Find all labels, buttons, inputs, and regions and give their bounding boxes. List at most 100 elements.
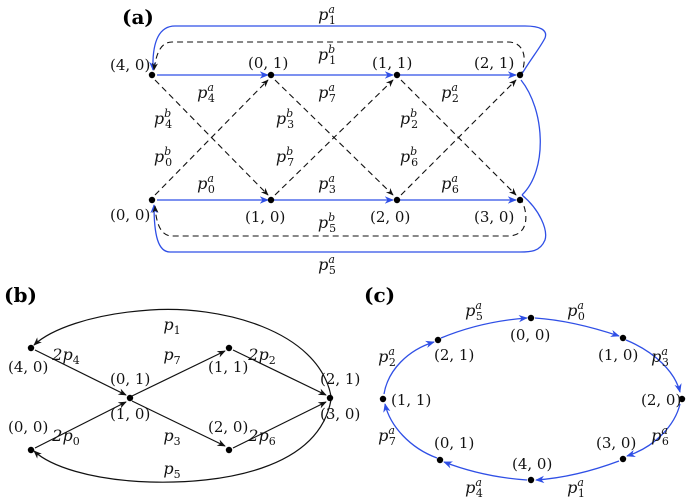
node-a-label-1-0: (1, 0) xyxy=(245,208,285,226)
edge-b-p1 xyxy=(33,308,332,397)
edge-c-p0a xyxy=(534,317,620,337)
panel-b-label: (b) xyxy=(4,283,37,307)
label-b-p4: 2p4 xyxy=(51,345,79,367)
node-a-label-0-1: (0, 1) xyxy=(248,54,288,72)
edge-c-p4a xyxy=(443,461,528,481)
node-c-4-0 xyxy=(527,476,535,484)
edge-dashed-p0b xyxy=(154,79,269,196)
node-a-label-2-0: (2, 0) xyxy=(370,208,410,226)
node-b-0-0 xyxy=(27,446,35,454)
node-c-0-1 xyxy=(436,456,444,464)
node-a-0-1 xyxy=(267,71,275,79)
label-b-p5: p5 xyxy=(163,459,180,481)
panel-b: (b) (4, 0) (0, 1) (1, 0) (1, 1) (2, 1) (… xyxy=(4,283,360,483)
panel-c-label: (c) xyxy=(364,283,395,307)
edge-b-p0 xyxy=(34,401,127,449)
node-b-1-1 xyxy=(225,344,233,352)
math-text: p7 xyxy=(163,345,180,367)
node-c-label-1-1: (1, 1) xyxy=(391,391,431,409)
edge-blue-right xyxy=(520,79,541,196)
node-a-label-3-0: (3, 0) xyxy=(474,208,514,226)
node-c-0-0 xyxy=(527,314,535,322)
node-c-label-3-0: (3, 0) xyxy=(596,434,636,452)
node-b-1-0 xyxy=(126,394,134,402)
edge-blue-p1a xyxy=(149,25,547,78)
edge-c-p6a xyxy=(626,403,681,457)
node-a-2-0 xyxy=(393,196,401,204)
math-text: p1 xyxy=(163,315,180,337)
edge-dashed-p5b xyxy=(152,196,527,237)
panel-a: (a) (4, 0) xyxy=(110,3,547,277)
edge-b-p3 xyxy=(131,400,226,447)
math-text: 2p6 xyxy=(247,426,275,448)
edge-dashed-p6b xyxy=(400,79,517,196)
node-a-3-0 xyxy=(516,196,524,204)
node-c-1-1 xyxy=(379,395,387,403)
math-text: p5 xyxy=(163,459,180,481)
node-c-label-2-0: (2, 0) xyxy=(641,391,681,409)
node-a-1-0 xyxy=(267,196,275,204)
node-c-label-1-0: (1, 0) xyxy=(598,346,638,364)
node-a-0-0 xyxy=(148,196,156,204)
math-text: 2p2 xyxy=(247,345,275,367)
edge-b-p6 xyxy=(232,401,327,449)
edge-c-p5a xyxy=(440,314,528,339)
edge-c-p1a xyxy=(535,460,620,484)
node-b-2-1 xyxy=(326,394,334,402)
label-b-p0: 2p0 xyxy=(51,426,79,448)
edge-b-p2 xyxy=(232,349,327,396)
node-a-label-2-1: (2, 1) xyxy=(474,54,514,72)
node-a-label-1-1: (1, 1) xyxy=(372,54,412,72)
node-a-2-1 xyxy=(516,71,524,79)
node-a-label-0-0: (0, 0) xyxy=(110,206,150,224)
edge-dashed-p1b xyxy=(151,41,525,78)
math-text: 2p0 xyxy=(51,426,79,448)
node-b-4-0 xyxy=(27,344,35,352)
node-c-2-0 xyxy=(678,395,686,403)
edge-c-p7a xyxy=(383,403,438,459)
panel-c: (c) (0, 0) (2, 1) (1, 0) (1, 1) (2, 0) (… xyxy=(364,283,686,500)
node-b-label-2-1: (2, 1) xyxy=(320,370,360,388)
node-b-2-0 xyxy=(225,446,233,454)
edge-b-p5 xyxy=(33,399,332,483)
node-a-1-1 xyxy=(393,71,401,79)
node-c-label-0-0: (0, 0) xyxy=(510,326,550,344)
node-b-label-0-0: (0, 0) xyxy=(8,418,48,436)
node-c-2-1 xyxy=(434,336,442,344)
edge-blue-p5a xyxy=(150,194,547,253)
edge-dashed-p7b xyxy=(274,79,394,196)
